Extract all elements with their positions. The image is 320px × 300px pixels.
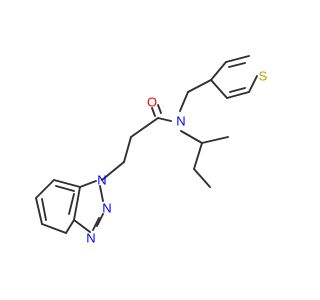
bond	[151, 107, 156, 117]
amide-nitrogen-label: N	[176, 114, 185, 129]
bond	[41, 223, 67, 234]
bonds	[35, 55, 258, 234]
bond	[187, 79, 212, 93]
sulfur-label: S	[259, 69, 268, 84]
bond	[248, 75, 258, 93]
molecule-diagram: O N S N N N	[35, 55, 268, 246]
bond	[55, 185, 75, 192]
bond	[225, 55, 250, 63]
triazole-n3-label: N	[86, 231, 95, 246]
bond	[130, 117, 159, 138]
bond	[180, 130, 203, 144]
bond	[226, 91, 250, 99]
bond	[101, 161, 125, 181]
structure-canvas: O N S N N N	[35, 55, 268, 246]
bond	[229, 87, 246, 93]
bond	[41, 198, 47, 221]
bond	[96, 213, 104, 227]
bond	[210, 79, 228, 99]
triazole-n1-label: N	[97, 173, 106, 188]
bond	[193, 142, 203, 170]
oxygen-label: O	[147, 95, 157, 110]
bond	[179, 91, 189, 112]
bond	[201, 136, 229, 144]
bond	[193, 168, 211, 188]
bond	[157, 117, 172, 122]
bond	[73, 186, 81, 221]
bond	[92, 217, 100, 231]
bond	[35, 197, 43, 225]
bond	[65, 219, 75, 234]
bond	[228, 62, 246, 68]
bond	[99, 185, 104, 202]
bond	[68, 193, 75, 215]
bond	[210, 61, 227, 81]
bond	[157, 104, 162, 114]
atom-labels: O N S N N N	[86, 69, 267, 246]
bond	[73, 219, 91, 233]
bond	[79, 180, 97, 188]
bond	[35, 179, 55, 199]
triazole-n2-label: N	[102, 201, 111, 216]
bond	[53, 179, 81, 188]
bond	[123, 136, 132, 163]
